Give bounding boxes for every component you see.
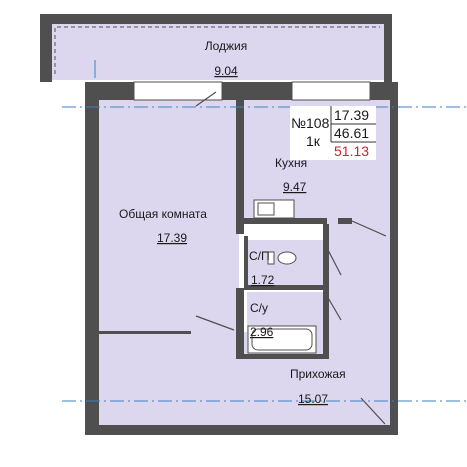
wall-living-bathroom bbox=[236, 288, 244, 358]
hall-label: Прихожая bbox=[290, 367, 346, 381]
wc-label: С/П bbox=[249, 249, 270, 263]
hall-area: 15.07 bbox=[298, 392, 328, 406]
total-area-value: 46.61 bbox=[334, 125, 369, 141]
living-area-value: 17.39 bbox=[334, 107, 369, 123]
wall-living-hall bbox=[99, 331, 191, 334]
wall-bottom bbox=[85, 425, 392, 435]
door-loggia bbox=[195, 91, 217, 107]
wall-wet-core-right bbox=[323, 224, 329, 358]
door-entrance bbox=[360, 397, 386, 425]
loggia-wall-left bbox=[40, 14, 52, 82]
living-room-label: Общая комната bbox=[119, 207, 207, 221]
bathroom-label: С/у bbox=[250, 301, 268, 315]
wall-wc-left bbox=[244, 236, 248, 288]
wc-area: 1.72 bbox=[251, 273, 275, 287]
wall-kitchen-stub bbox=[338, 218, 352, 224]
door-living bbox=[195, 315, 235, 331]
window-top-1 bbox=[133, 81, 223, 101]
toilet-tank bbox=[267, 251, 275, 265]
wall-wc-bath bbox=[244, 285, 325, 290]
wall-top-right bbox=[370, 82, 392, 100]
wall-top-left bbox=[90, 82, 134, 100]
door-wc bbox=[326, 247, 342, 276]
wall-wet-core-bottom bbox=[236, 354, 329, 359]
loggia-railing bbox=[54, 26, 380, 74]
kitchen-area: 9.47 bbox=[283, 180, 307, 194]
loggia-wall-top bbox=[40, 14, 386, 24]
kitchen-label: Кухня bbox=[275, 156, 307, 170]
wall-left bbox=[85, 82, 99, 427]
total-with-loggia-value: 51.13 bbox=[334, 143, 369, 159]
living-room-floor bbox=[99, 100, 239, 332]
wall-living-kitchen bbox=[236, 100, 244, 234]
wall-top-mid bbox=[222, 82, 292, 100]
toilet bbox=[277, 251, 297, 265]
wall-kitchen-bottom bbox=[244, 218, 327, 224]
loggia-area: 9.04 bbox=[214, 64, 238, 78]
loggia-floor bbox=[52, 24, 384, 80]
wall-right bbox=[390, 82, 398, 435]
loggia-wall-right bbox=[384, 14, 392, 82]
door-bath bbox=[326, 295, 342, 321]
apartment-type: 1к bbox=[306, 133, 321, 149]
bathroom-area: 2.96 bbox=[250, 325, 274, 339]
window-top-2 bbox=[291, 81, 371, 101]
door-kitchen bbox=[351, 220, 387, 237]
living-room-area: 17.39 bbox=[157, 231, 187, 245]
info-block bbox=[290, 106, 376, 160]
sink bbox=[257, 202, 275, 216]
hall-side-floor bbox=[327, 223, 390, 332]
hall-floor bbox=[99, 332, 390, 425]
loggia-label: Лоджия bbox=[205, 39, 248, 53]
apartment-number: №108 bbox=[291, 115, 330, 131]
bathtub-inner bbox=[251, 328, 313, 351]
